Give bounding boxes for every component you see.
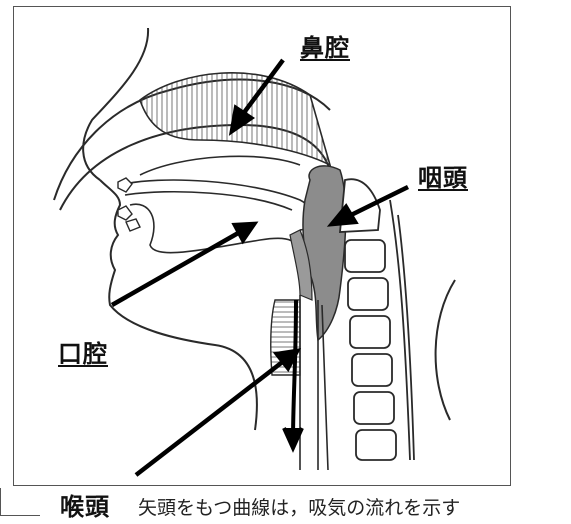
- figure-caption: 矢頭をもつ曲線は，吸気の流れを示す: [138, 493, 460, 520]
- label-pharynx: 咽頭: [418, 158, 468, 193]
- label-larynx: 喉頭: [60, 487, 110, 522]
- back-of-neck: [436, 280, 455, 420]
- label-oral-cavity: 口腔: [58, 334, 108, 369]
- label-nasal-cavity: 鼻腔: [300, 28, 350, 63]
